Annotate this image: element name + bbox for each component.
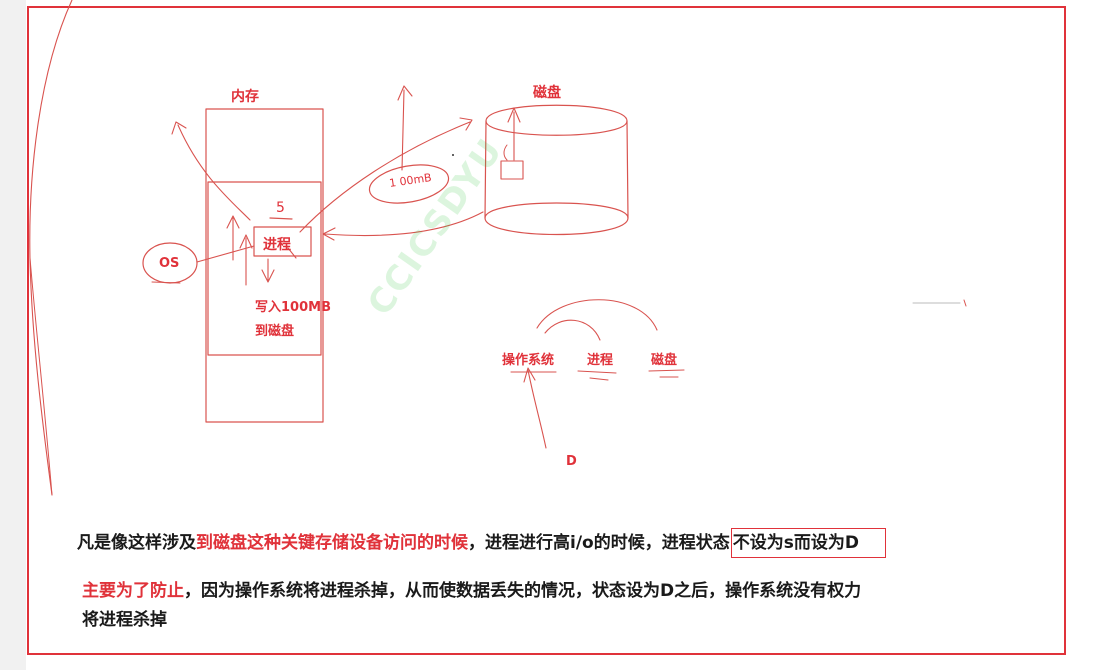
process-marker-underline <box>269 217 293 220</box>
left-gutter <box>0 0 26 670</box>
disk-inner-arrow <box>507 107 521 161</box>
tiny-dot <box>452 154 454 156</box>
arrow-memory-upleft <box>171 121 251 221</box>
flow-os-label: 操作系统 <box>502 353 555 368</box>
disk-right-side <box>626 120 629 219</box>
flow-process-underline <box>577 370 617 381</box>
line1-middle: ，进程进行高i/o的时候，进程状态 <box>468 533 730 553</box>
left-arc-stroke <box>29 0 73 496</box>
tiny-mark-right <box>963 299 967 307</box>
line2-rest: ，因为操作系统将进程杀掉，从而使数据丢失的情况，状态设为D之后，操作系统没有权力 <box>184 581 862 601</box>
process-label: 进程 <box>263 237 291 253</box>
flow-disk-underline <box>648 369 685 378</box>
bubble-ellipse <box>368 164 450 204</box>
write-label-line1: 写入100MB <box>255 300 331 315</box>
disk-top-ellipse <box>485 104 628 136</box>
os-to-process <box>196 245 255 263</box>
memory-inner-rect <box>207 181 322 356</box>
flow-disk-label: 磁盘 <box>651 353 678 368</box>
disk-inner-rect <box>500 160 524 180</box>
left-arc-stroke-2 <box>29 257 53 496</box>
up-arrow-left <box>226 215 240 261</box>
disk-left-side <box>484 120 487 219</box>
line2-highlight: 主要为了防止 <box>82 581 184 601</box>
line1-boxed: 不设为s而设为D <box>730 528 886 558</box>
flow-d-arrow <box>523 367 547 449</box>
line1-highlight: 到磁盘这种关键存储设备访问的时候 <box>196 533 468 553</box>
os-label: OS <box>159 256 180 271</box>
process-box <box>253 226 312 257</box>
flow-small-arc <box>544 319 601 341</box>
os-underline <box>151 281 181 284</box>
write-label-line2: 到磁盘 <box>255 324 295 339</box>
up-arrow-right <box>239 234 253 286</box>
process-marker: 5 <box>276 200 285 216</box>
content-frame <box>27 6 1066 655</box>
flow-process-label: 进程 <box>587 353 614 368</box>
disk-to-process <box>322 211 484 241</box>
memory-label: 内存 <box>231 89 259 105</box>
flow-big-arc <box>536 299 658 331</box>
explanation-line-1: 凡是像这样涉及到磁盘这种关键存储设备访问的时候，进程进行高i/o的时候，进程状态… <box>77 528 886 558</box>
bubble-arrow-up <box>397 85 413 171</box>
explanation-line-2: 主要为了防止，因为操作系统将进程杀掉，从而使数据丢失的情况，状态设为D之后，操作… <box>82 579 861 603</box>
line1-prefix: 凡是像这样涉及 <box>77 533 196 553</box>
flow-d-label: D <box>566 454 577 469</box>
down-arrow <box>261 258 275 283</box>
memory-outer-rect <box>205 108 324 423</box>
explanation-line-3: 将进程杀掉 <box>82 610 167 630</box>
process-to-disk <box>299 117 473 233</box>
disk-bottom-ellipse <box>484 202 629 236</box>
disk-label: 磁盘 <box>533 85 561 101</box>
disk-inner-tick <box>503 144 508 161</box>
tick-mark <box>287 247 297 259</box>
